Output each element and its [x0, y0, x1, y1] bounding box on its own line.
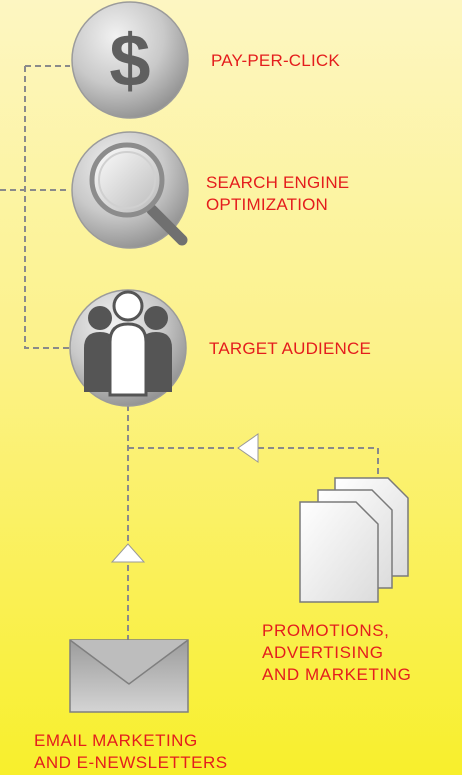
target-audience-label: TARGET AUDIENCE [209, 339, 372, 358]
promotions-connector [128, 447, 379, 478]
audience-icon [69, 289, 187, 407]
promotions-label: PROMOTIONS, ADVERTISING AND MARKETING [262, 621, 412, 684]
connectors [0, 65, 379, 640]
email-arrow-icon [110, 543, 146, 563]
main-vertical-connector [24, 66, 70, 349]
svg-text:$: $ [109, 19, 150, 102]
promotions-arrow-icon [237, 433, 259, 463]
pay-per-click-label: PAY-PER-CLICK [211, 51, 340, 70]
dollar-icon: $ [71, 1, 189, 119]
documents-stack-icon [299, 477, 409, 603]
envelope-icon [69, 639, 189, 713]
magnifier-icon [71, 131, 189, 249]
email-marketing-label: EMAIL MARKETING AND E-NEWSLETTERS [34, 731, 228, 772]
seo-label: SEARCH ENGINE OPTIMIZATION [206, 173, 350, 214]
